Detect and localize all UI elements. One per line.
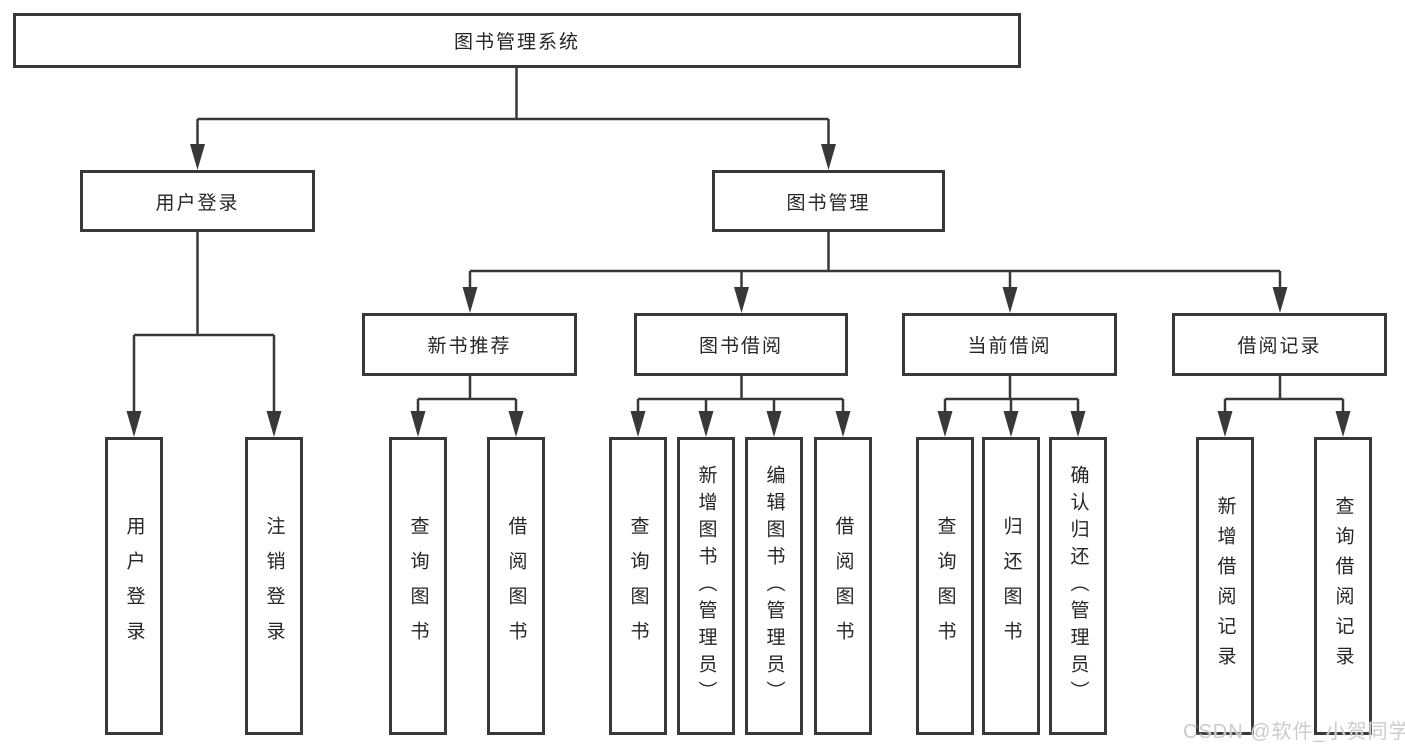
leaf-confirm-return-admin-label: 确认归还（管理员） [1067, 464, 1089, 708]
node-borrowing-records: 借阅记录 [1172, 313, 1387, 376]
leaf-borrow-books-2-label: 借阅图书 [832, 516, 854, 656]
node-book-management: 图书管理 [712, 170, 945, 232]
node-current-borrowing-label: 当前借阅 [967, 336, 1052, 357]
connector-root [196, 68, 830, 146]
connector-user-login [132, 232, 276, 413]
leaf-borrow-books-1: 借阅图书 [487, 437, 545, 735]
leaf-query-books-3: 查询图书 [916, 437, 974, 735]
leaf-borrow-books-2: 借阅图书 [814, 437, 872, 735]
leaf-add-borrow-record: 新增借阅记录 [1196, 437, 1254, 735]
node-root: 图书管理系统 [13, 13, 1021, 68]
node-book-management-label: 图书管理 [786, 192, 871, 214]
node-current-borrowing: 当前借阅 [902, 313, 1117, 376]
leaf-user-login: 用户登录 [105, 437, 163, 735]
leaf-return-books-label: 归还图书 [1000, 516, 1022, 656]
connector-book-borrowing [636, 376, 845, 414]
leaf-add-borrow-record-label: 新增借阅记录 [1214, 496, 1236, 676]
node-root-label: 图书管理系统 [453, 32, 580, 53]
leaf-query-books-2-label: 查询图书 [627, 516, 649, 656]
leaf-confirm-return-admin: 确认归还（管理员） [1049, 437, 1107, 735]
connector-current-borrowing [943, 376, 1080, 414]
arrowheads [126, 144, 1351, 437]
node-borrowing-records-label: 借阅记录 [1237, 336, 1322, 357]
node-book-borrowing-label: 图书借阅 [698, 336, 783, 357]
leaf-borrow-books-1-label: 借阅图书 [505, 516, 527, 656]
leaf-return-books: 归还图书 [982, 437, 1040, 735]
leaf-edit-books-admin-label: 编辑图书（管理员） [763, 464, 785, 708]
leaf-query-books-1-label: 查询图书 [407, 516, 429, 656]
node-user-login: 用户登录 [80, 170, 315, 232]
node-book-borrowing: 图书借阅 [634, 313, 848, 376]
leaf-query-books-2: 查询图书 [609, 437, 667, 735]
leaf-logout-label: 注销登录 [263, 516, 285, 656]
leaf-logout: 注销登录 [245, 437, 303, 735]
node-new-book-recommend-label: 新书推荐 [427, 336, 512, 357]
node-user-login-label: 用户登录 [155, 192, 240, 214]
connector-book-management [468, 232, 1282, 290]
node-new-book-recommend: 新书推荐 [362, 313, 577, 376]
leaf-query-borrow-record: 查询借阅记录 [1314, 437, 1372, 735]
leaf-add-books-admin: 新增图书（管理员） [677, 437, 735, 735]
leaf-query-books-1: 查询图书 [389, 437, 447, 735]
leaf-add-books-admin-label: 新增图书（管理员） [695, 464, 717, 708]
leaf-user-login-label: 用户登录 [123, 516, 145, 656]
connector-borrowing-records [1223, 376, 1345, 414]
leaf-query-books-3-label: 查询图书 [934, 516, 956, 656]
connector-new-book-recommend [416, 376, 518, 414]
leaf-edit-books-admin: 编辑图书（管理员） [745, 437, 803, 735]
csdn-watermark: CSDN @软件_小贺同学 [1183, 721, 1405, 743]
leaf-query-borrow-record-label: 查询借阅记录 [1332, 496, 1354, 676]
